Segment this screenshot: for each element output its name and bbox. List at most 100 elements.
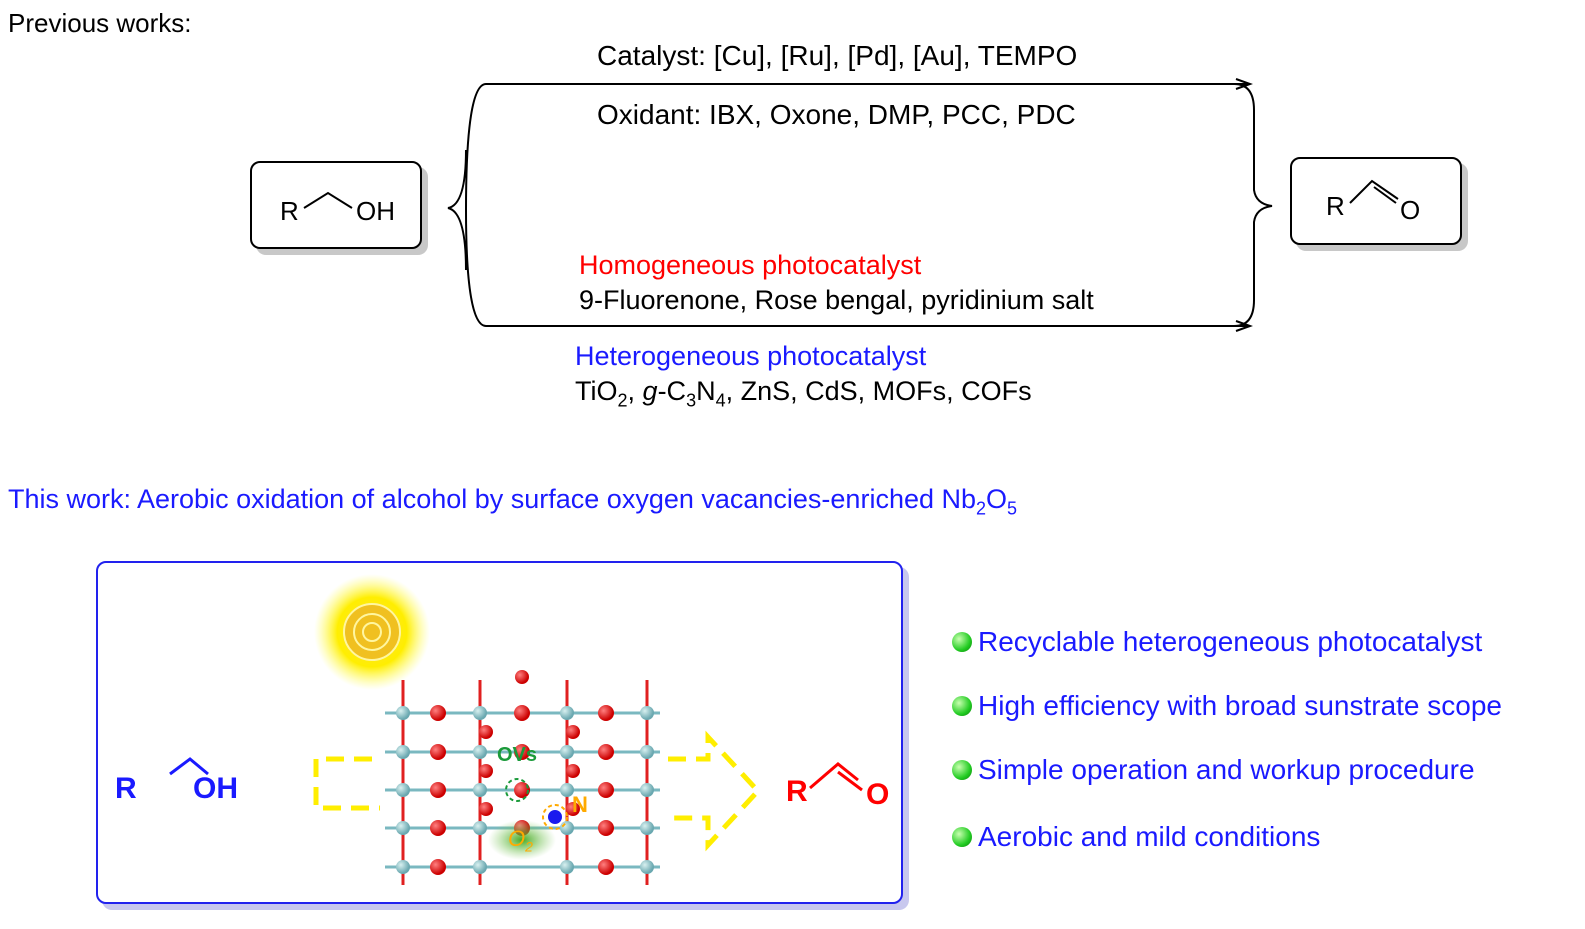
g-italic: g bbox=[642, 376, 658, 406]
oxygen-atom bbox=[514, 705, 530, 721]
this-work-prefix: This work: Aerobic oxidation of alcohol … bbox=[8, 484, 977, 514]
oxygen-atom bbox=[514, 782, 530, 798]
oxygen-atom bbox=[515, 670, 529, 684]
aldehyde-r: R bbox=[786, 775, 808, 808]
sub-3: 3 bbox=[686, 390, 697, 411]
niobium-atom bbox=[473, 745, 487, 759]
oxygen-atom bbox=[566, 725, 580, 739]
sub-4: 4 bbox=[715, 390, 726, 411]
product-o: O bbox=[1400, 195, 1421, 225]
o2-sub: 2 bbox=[525, 838, 533, 855]
feature-text: Recyclable heterogeneous photocatalyst bbox=[978, 626, 1483, 657]
green-bullet-icon bbox=[952, 632, 972, 652]
green-bullet-icon bbox=[952, 696, 972, 716]
o2-o: O bbox=[508, 826, 526, 851]
yellow-dashed-arrow bbox=[313, 730, 762, 852]
feature-item: Simple operation and workup procedure bbox=[952, 754, 1475, 786]
oxygen-atom bbox=[430, 820, 446, 836]
niobium-atom bbox=[396, 783, 410, 797]
homogeneous-examples: 9-Fluorenone, Rose bengal, pyridinium sa… bbox=[579, 285, 1094, 315]
product-box: R O bbox=[1290, 157, 1462, 245]
tio2-text: TiO bbox=[575, 376, 618, 406]
o2-label: O2 bbox=[508, 826, 533, 854]
niobium-atom bbox=[560, 821, 574, 835]
comma: , bbox=[627, 376, 643, 406]
oxygen-atom bbox=[566, 802, 580, 816]
homogeneous-title: Homogeneous photocatalyst bbox=[579, 250, 922, 280]
oxygen-vacancy-marker bbox=[505, 778, 529, 802]
rest-text: , ZnS, CdS, MOFs, COFs bbox=[725, 376, 1032, 406]
oxygen-atom bbox=[430, 705, 446, 721]
oxygen-atom bbox=[479, 764, 493, 778]
niobium-atom bbox=[396, 860, 410, 874]
sub-5: 5 bbox=[1007, 498, 1018, 519]
oxygen-atom bbox=[598, 859, 614, 875]
c-text: -C bbox=[657, 376, 687, 406]
reactant-bonds bbox=[303, 191, 353, 209]
oxygen-atom bbox=[598, 820, 614, 836]
oxygen-atom bbox=[479, 725, 493, 739]
niobium-atom bbox=[473, 783, 487, 797]
niobium-atom bbox=[640, 783, 654, 797]
feature-text: High efficiency with broad sunstrate sco… bbox=[978, 690, 1502, 721]
oxygen-atom bbox=[430, 782, 446, 798]
n-label: N bbox=[572, 792, 588, 817]
aldehyde-bonds bbox=[809, 762, 859, 790]
green-bullet-icon bbox=[952, 760, 972, 780]
niobium-atom bbox=[640, 745, 654, 759]
ovs-label: OVs bbox=[497, 744, 538, 766]
heterogeneous-title: Heterogeneous photocatalyst bbox=[575, 341, 927, 371]
heterogeneous-examples: TiO2, g-C3N4, ZnS, CdS, MOFs, COFs bbox=[575, 376, 1032, 411]
niobium-atom bbox=[473, 706, 487, 720]
sub-2: 2 bbox=[617, 390, 628, 411]
niobium-atom bbox=[640, 706, 654, 720]
sun-icon bbox=[314, 574, 430, 690]
feature-item: High efficiency with broad sunstrate sco… bbox=[952, 690, 1502, 722]
niobium-atom bbox=[396, 706, 410, 720]
alcohol-bonds bbox=[169, 757, 209, 776]
niobium-atom bbox=[560, 745, 574, 759]
green-bullet-icon bbox=[952, 827, 972, 847]
niobium-atom bbox=[640, 821, 654, 835]
o-text: O bbox=[986, 484, 1008, 514]
oxygen-atom bbox=[598, 744, 614, 760]
alcohol-oh: OH bbox=[193, 772, 238, 805]
niobium-atom bbox=[640, 860, 654, 874]
niobium-atom bbox=[473, 860, 487, 874]
o2-glow bbox=[488, 820, 556, 860]
alcohol-r: R bbox=[115, 772, 137, 805]
niobium-atom bbox=[473, 821, 487, 835]
nitrogen-atom bbox=[548, 810, 562, 824]
oxygen-atom bbox=[430, 859, 446, 875]
this-work-title: This work: Aerobic oxidation of alcohol … bbox=[8, 484, 1017, 519]
aldehyde-o: O bbox=[866, 778, 890, 811]
niobium-atom bbox=[560, 706, 574, 720]
feature-text: Simple operation and workup procedure bbox=[978, 754, 1475, 785]
niobium-atom bbox=[396, 745, 410, 759]
catalyst-line: Catalyst: [Cu], [Ru], [Pd], [Au], TEMPO bbox=[597, 40, 1078, 71]
oxygen-atom bbox=[479, 802, 493, 816]
reactant-oh: OH bbox=[356, 196, 395, 226]
oxygen-atom bbox=[514, 744, 530, 760]
oxygen-atom bbox=[598, 782, 614, 798]
previous-works-label: Previous works: bbox=[8, 8, 192, 38]
product-r: R bbox=[1326, 191, 1345, 221]
oxygen-atom bbox=[430, 744, 446, 760]
nb2o5-lattice bbox=[385, 670, 660, 885]
oxygen-atom bbox=[566, 764, 580, 778]
oxidant-line: Oxidant: IBX, Oxone, DMP, PCC, PDC bbox=[597, 99, 1076, 130]
niobium-atom bbox=[396, 821, 410, 835]
n-text: N bbox=[696, 376, 716, 406]
reactant-box: R OH bbox=[250, 161, 422, 249]
reactant-r: R bbox=[280, 196, 299, 226]
sub-2: 2 bbox=[976, 498, 987, 519]
feature-item: Recyclable heterogeneous photocatalyst bbox=[952, 626, 1482, 658]
feature-item: Aerobic and mild conditions bbox=[952, 821, 1320, 853]
niobium-atom bbox=[560, 783, 574, 797]
feature-text: Aerobic and mild conditions bbox=[978, 821, 1321, 852]
product-bonds bbox=[1349, 179, 1399, 204]
nitrogen-marker bbox=[542, 804, 568, 830]
